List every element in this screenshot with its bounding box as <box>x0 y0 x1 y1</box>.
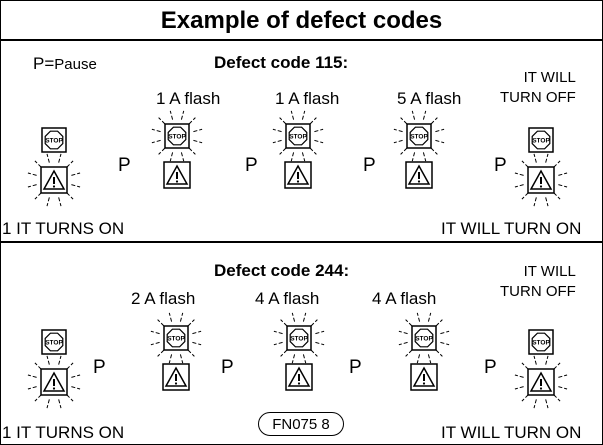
section1-step-1: 1 A flash <box>156 89 221 108</box>
indicator-column: STOP <box>145 110 209 207</box>
stop-label: STOP <box>289 134 307 141</box>
section2-end-label: IT WILL TURN OFF <box>500 263 576 300</box>
pause-legend-suffix: Pause <box>54 56 97 73</box>
title-divider <box>0 39 603 41</box>
indicator-column: STOP <box>266 110 330 207</box>
pause-mark: P <box>93 357 106 378</box>
stop-label: STOP <box>45 340 63 347</box>
indicator-column: STOP <box>509 322 573 419</box>
section1-heading: Defect code 115: <box>214 53 349 72</box>
flash-rays-icon <box>393 110 445 162</box>
stop-sign-icon: STOP <box>41 329 67 355</box>
warning-triangle-icon <box>162 363 190 391</box>
section1-step-2: 1 A flash <box>275 89 340 108</box>
diagram-title: Example of defect codes <box>160 7 443 34</box>
flash-rays-icon <box>151 110 203 162</box>
warning-triangle-icon <box>284 161 312 189</box>
stop-label: STOP <box>532 340 550 347</box>
pause-mark: P <box>118 155 131 176</box>
indicator-column: STOP <box>144 312 208 409</box>
stop-sign-icon: STOP <box>163 325 189 351</box>
indicator-column: STOP <box>267 312 331 409</box>
section2-start-caption: 1 IT TURNS ON <box>2 423 125 442</box>
stop-sign-icon: STOP <box>286 325 312 351</box>
flash-rays-icon <box>150 312 202 364</box>
stop-sign-icon: STOP <box>406 123 432 149</box>
indicator-column: STOP <box>387 110 451 207</box>
pause-mark: P <box>363 155 376 176</box>
stop-sign-icon: STOP <box>528 127 554 153</box>
pause-mark: P <box>349 357 362 378</box>
flash-rays-icon <box>272 110 324 162</box>
stop-sign-icon: STOP <box>411 325 437 351</box>
flash-rays-icon <box>398 312 450 364</box>
stop-sign-icon: STOP <box>528 329 554 355</box>
indicator-column: STOP <box>392 312 456 409</box>
warning-triangle-icon <box>527 368 555 396</box>
warning-triangle-icon <box>405 161 433 189</box>
pause-mark: P <box>221 357 234 378</box>
stop-label: STOP <box>45 138 63 145</box>
indicator-column: STOP <box>509 120 573 217</box>
flash-rays-icon <box>27 355 81 409</box>
warning-triangle-icon <box>163 161 191 189</box>
stop-label: STOP <box>167 336 185 343</box>
flash-rays-icon <box>27 153 81 207</box>
flash-rays-icon <box>514 153 568 207</box>
pause-mark: P <box>494 155 507 176</box>
section1-end-caption: IT WILL TURN ON <box>441 219 582 238</box>
pause-legend: P=Pause <box>33 54 97 73</box>
warning-triangle-icon <box>40 368 68 396</box>
indicator-column: STOP <box>22 120 86 217</box>
stop-label: STOP <box>532 138 550 145</box>
section2-end-caption: IT WILL TURN ON <box>441 423 582 442</box>
flash-rays-icon <box>273 312 325 364</box>
section2-step-3: 4 A flash <box>372 289 437 308</box>
section1-end-label: IT WILL TURN OFF <box>500 69 576 106</box>
stop-sign-icon: STOP <box>41 127 67 153</box>
stop-label: STOP <box>415 336 433 343</box>
warning-triangle-icon <box>40 166 68 194</box>
figure-code: FN075 8 <box>258 412 344 436</box>
pause-mark: P <box>484 357 497 378</box>
stop-label: STOP <box>410 134 428 141</box>
section1-start-caption: 1 IT TURNS ON <box>2 219 125 238</box>
section2-step-1: 2 A flash <box>131 289 196 308</box>
warning-triangle-icon <box>527 166 555 194</box>
section1-step-3: 5 A flash <box>397 89 462 108</box>
indicator-column: STOP <box>22 322 86 419</box>
stop-label: STOP <box>168 134 186 141</box>
section-divider <box>0 241 603 243</box>
warning-triangle-icon <box>285 363 313 391</box>
pause-mark: P <box>245 155 258 176</box>
stop-sign-icon: STOP <box>285 123 311 149</box>
warning-triangle-icon <box>410 363 438 391</box>
stop-sign-icon: STOP <box>164 123 190 149</box>
section2-step-2: 4 A flash <box>255 289 320 308</box>
flash-rays-icon <box>514 355 568 409</box>
section2-heading: Defect code 244: <box>214 261 350 280</box>
stop-label: STOP <box>290 336 308 343</box>
